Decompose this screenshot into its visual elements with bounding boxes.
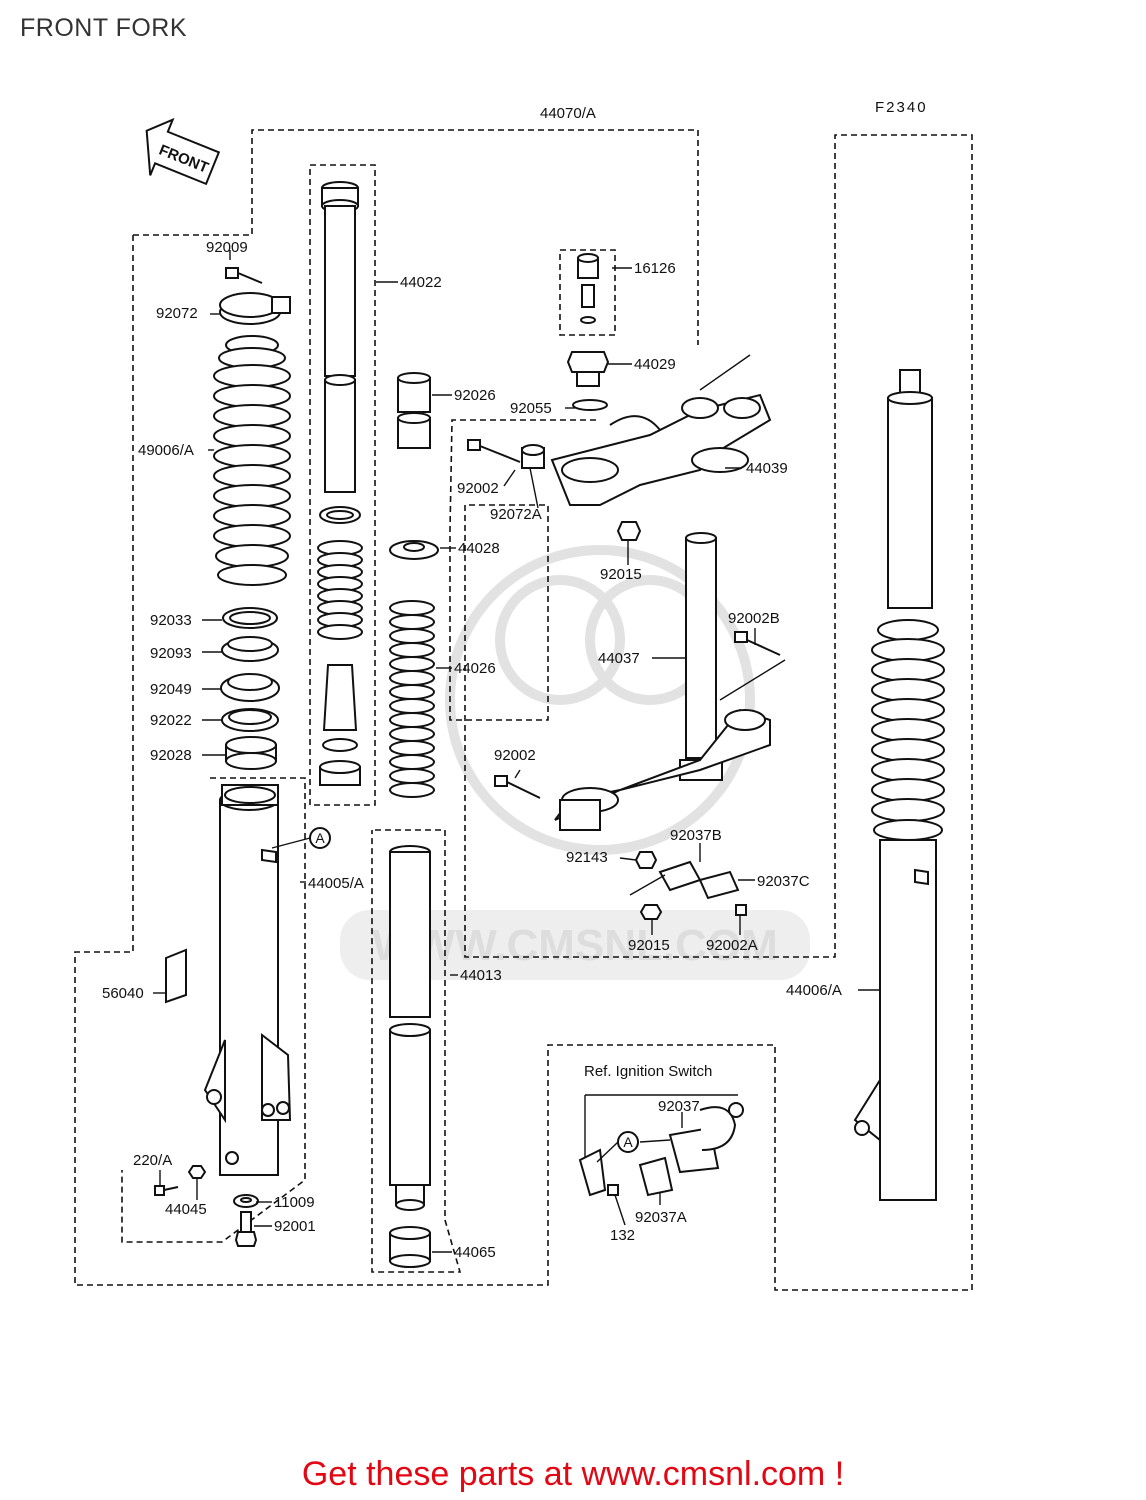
leader-lines (153, 250, 880, 1253)
label-92093: 92093 (150, 645, 192, 662)
footer-cta-link[interactable]: Get these parts at www.cmsnl.com ! (301, 1455, 845, 1493)
assembly-boundaries (74, 129, 973, 1291)
part-bolt-92002-upper (467, 439, 521, 463)
part-ignition-bracket-92037 (578, 1102, 744, 1197)
marker-A-right: A (617, 1131, 639, 1153)
label-92037C: 92037C (757, 873, 810, 890)
part-washer-11009 (233, 1194, 259, 1208)
label-ignition-ref: Ref. Ignition Switch (584, 1063, 712, 1080)
part-fork-boot-49006A (213, 335, 291, 586)
part-bracket-92037B (658, 860, 702, 892)
label-92015-upper: 92015 (600, 566, 642, 583)
label-16126: 16126 (634, 260, 676, 277)
label-44029: 44029 (634, 356, 676, 373)
label-92002A: 92002A (706, 937, 758, 954)
marker-A-left: A (309, 827, 331, 849)
label-92002B: 92002B (728, 610, 780, 627)
label-44006A: 44006/A (786, 982, 842, 999)
label-92022: 92022 (150, 712, 192, 729)
label-92026: 92026 (454, 387, 496, 404)
part-upper-bracket-44039 (550, 354, 772, 506)
label-92001: 92001 (274, 1218, 316, 1235)
part-oring-92055 (572, 399, 608, 411)
part-washer-92022 (221, 708, 279, 732)
part-nut-44045 (187, 1165, 207, 1179)
label-44022: 44022 (400, 274, 442, 291)
label-44037: 44037 (598, 650, 640, 667)
label-92037: 92037 (658, 1098, 700, 1115)
watermark-logo: WWW.CMSNL.COM (340, 545, 810, 980)
label-diagram-code: F2340 (875, 99, 928, 116)
label-220A: 220/A (133, 1152, 172, 1169)
label-92009: 92009 (206, 239, 248, 256)
label-49006A: 49006/A (138, 442, 194, 459)
svg-text:A: A (623, 1134, 633, 1150)
part-label-56040 (165, 948, 187, 1004)
part-outer-tube-44005A (203, 784, 292, 1176)
label-44070A: 44070/A (540, 105, 596, 122)
part-valve-16126 (577, 253, 599, 324)
part-bolt-92002A (735, 904, 747, 916)
part-bushing-92028 (225, 736, 277, 770)
part-taper-piece (319, 664, 361, 786)
front-direction-arrow: FRONT (145, 117, 221, 186)
part-bolt-92001 (234, 1211, 258, 1247)
label-92033: 92033 (150, 612, 192, 629)
label-44065: 44065 (454, 1244, 496, 1261)
label-44045: 44045 (165, 1201, 207, 1218)
part-fork-spring-44026 (389, 600, 435, 798)
label-44005A: 44005/A (308, 875, 364, 892)
part-clamp-92072A (521, 444, 545, 469)
part-bushing-92026 (397, 372, 431, 449)
part-labels: 44070/A F2340 92009 92072 44022 16126 44… (102, 99, 928, 1261)
part-seal-92049 (220, 673, 280, 702)
part-bolt-92009 (225, 267, 263, 284)
part-cap-44029 (566, 351, 610, 387)
part-bushing-44065 (389, 1226, 431, 1268)
label-92037B: 92037B (670, 827, 722, 844)
part-spring-seat-44028 (389, 540, 439, 560)
part-inner-tube-44013 (389, 845, 431, 1211)
svg-text:A: A (315, 830, 325, 846)
part-nut-92015-lower (639, 904, 663, 920)
label-92055: 92055 (510, 400, 552, 417)
part-nut-92015-upper (616, 521, 642, 541)
part-bolt-92002-lower (494, 775, 541, 799)
page-title: FRONT FORK (20, 14, 188, 42)
part-clamp-92072 (219, 292, 291, 325)
label-44013: 44013 (460, 967, 502, 984)
part-bolt-220A (154, 1185, 179, 1196)
part-ring-92033 (222, 607, 278, 629)
label-92072: 92072 (156, 305, 198, 322)
part-seal-92093 (221, 636, 279, 662)
watermark-text: WWW.CMSNL.COM (372, 921, 778, 970)
label-92015-lower: 92015 (628, 937, 670, 954)
label-132: 132 (610, 1227, 635, 1244)
label-92028: 92028 (150, 747, 192, 764)
label-92072A: 92072A (490, 506, 542, 523)
part-bolt-92002B (734, 631, 781, 656)
label-11009: 11009 (274, 1194, 315, 1211)
label-44026: 44026 (454, 660, 496, 677)
part-spring-inner (317, 540, 363, 640)
part-cylinder-44022 (319, 181, 361, 524)
label-92002-upper: 92002 (457, 480, 499, 497)
label-92037A: 92037A (635, 1209, 687, 1226)
part-fork-assembly-44006A (853, 369, 945, 1201)
label-56040: 56040 (102, 985, 144, 1002)
part-steering-stem-44037 (554, 532, 771, 831)
label-92002-lower: 92002 (494, 747, 536, 764)
label-44028: 44028 (458, 540, 500, 557)
part-nut-92143 (634, 851, 658, 869)
label-92143: 92143 (566, 849, 608, 866)
label-44039: 44039 (746, 460, 788, 477)
part-bracket-92037C (698, 870, 740, 900)
label-92049: 92049 (150, 681, 192, 698)
